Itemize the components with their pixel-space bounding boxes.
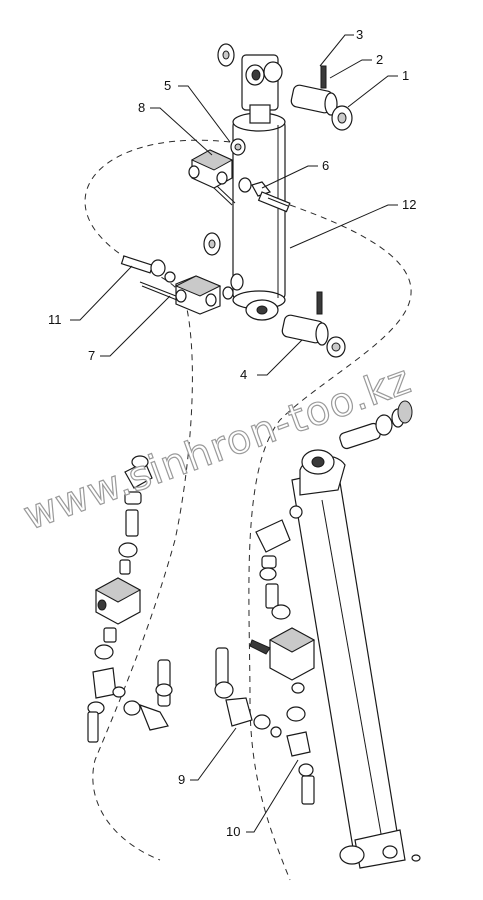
callout-8: 8 — [138, 100, 145, 115]
upper-clevis — [241, 54, 283, 124]
left-hose-assembly — [87, 455, 173, 743]
spring-pin-part-2 — [320, 65, 327, 89]
washer-part-5 — [230, 138, 246, 156]
callout-12: 12 — [402, 197, 416, 212]
callout-6: 6 — [322, 158, 329, 173]
washer-part-1 — [331, 105, 353, 131]
pin-part-3 — [290, 84, 338, 116]
leader-lines — [70, 34, 398, 833]
hose-line-left — [84, 139, 231, 861]
pin-part-4 — [281, 291, 346, 358]
callout-1: 1 — [402, 68, 409, 83]
hose-line-right — [248, 204, 412, 881]
callout-10: 10 — [226, 824, 240, 839]
callout-7: 7 — [88, 348, 95, 363]
callout-labels: 1 2 3 4 5 6 7 8 9 10 11 12 — [48, 27, 416, 839]
callout-9: 9 — [178, 772, 185, 787]
fitting-part-11 — [120, 255, 176, 283]
lower-pin-assembly — [339, 400, 413, 450]
valve-block-part-8 — [188, 149, 236, 206]
right-hose-assembly — [214, 505, 316, 805]
callout-11: 11 — [48, 312, 62, 327]
callout-3: 3 — [356, 27, 363, 42]
callout-2: 2 — [376, 52, 383, 67]
callout-5: 5 — [164, 78, 171, 93]
washer-mid-left — [203, 232, 221, 256]
callout-4: 4 — [240, 367, 247, 382]
valve-block-part-7 — [139, 275, 222, 315]
lower-cylinder — [291, 449, 406, 869]
fitting-part-6 — [251, 181, 291, 213]
watermark: www.sinhron-too.kz — [18, 356, 418, 539]
upper-bottom-eye — [245, 299, 279, 321]
upper-cylinder — [232, 112, 286, 310]
